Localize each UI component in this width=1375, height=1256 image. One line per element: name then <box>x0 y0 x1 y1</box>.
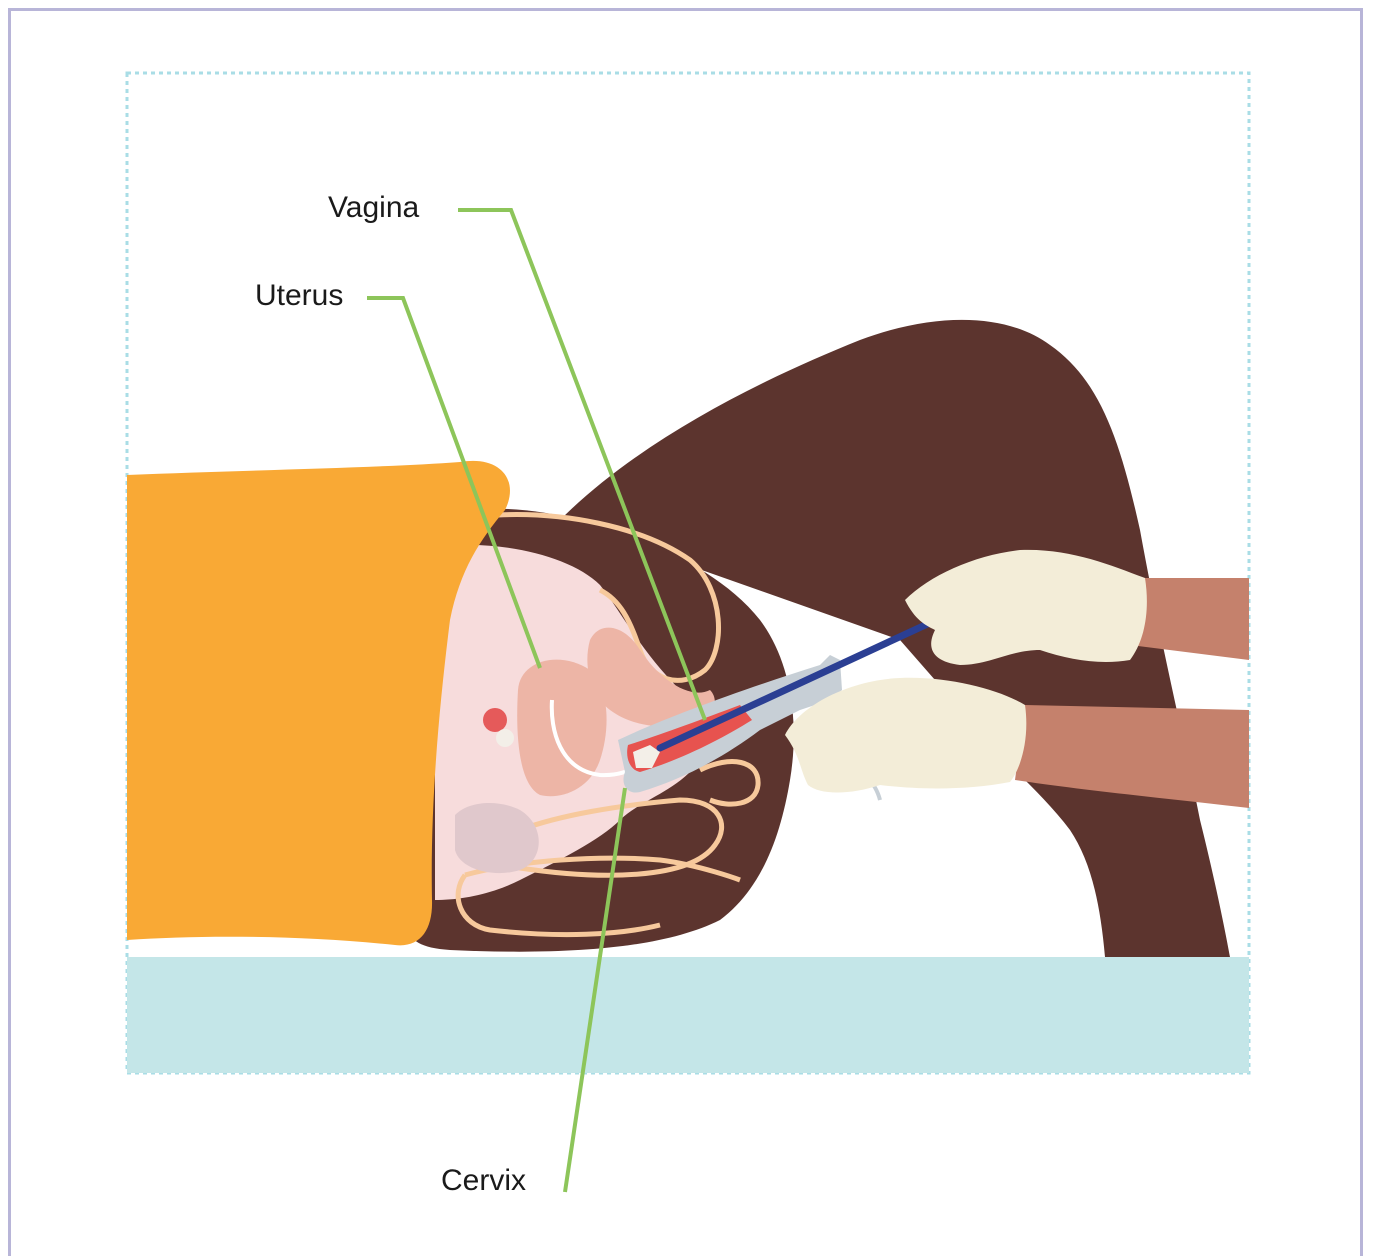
ovary <box>483 708 507 732</box>
uterus-label: Uterus <box>255 281 343 311</box>
vagina-label: Vagina <box>328 193 419 223</box>
cervix-label: Cervix <box>441 1166 526 1196</box>
ovary-follicle <box>496 729 514 747</box>
exam-table <box>127 957 1249 1073</box>
